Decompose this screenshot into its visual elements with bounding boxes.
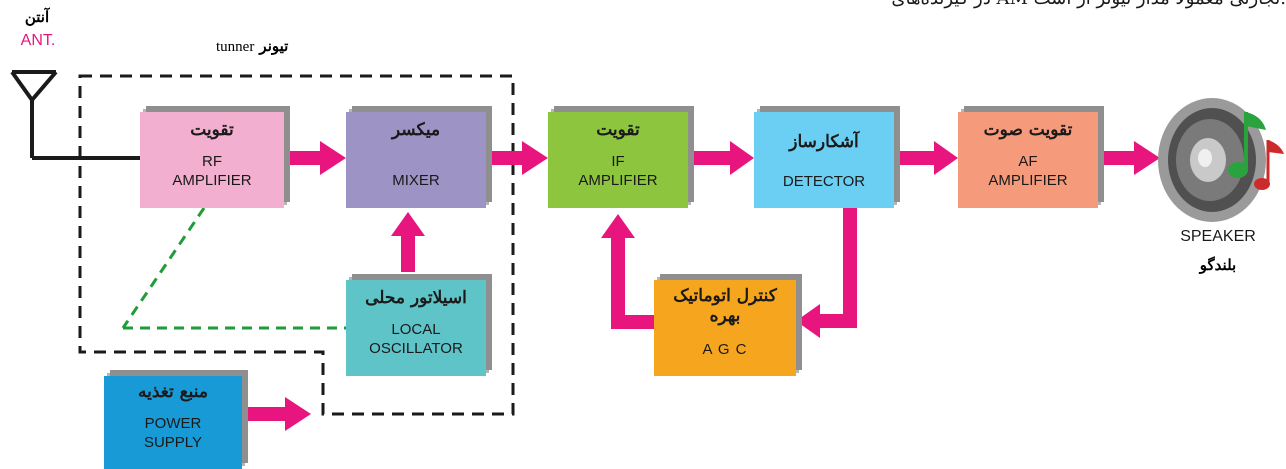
- arrow-if-det: [688, 141, 754, 175]
- rf-label-en2: AMPLIFIER: [172, 172, 252, 189]
- agc-label-fa1: کنترل اتوماتیک: [673, 286, 777, 306]
- if-label-en2: AMPLIFIER: [578, 172, 658, 189]
- af-label-en2: AMPLIFIER: [988, 172, 1068, 189]
- tuner-label: tunner تیونر: [216, 36, 346, 56]
- rf-amplifier-block: تقویت RF AMPLIFIER: [140, 112, 284, 208]
- rf-label-en1: RF: [202, 153, 222, 170]
- arrow-mixer-if: [486, 141, 548, 175]
- arrow-power: [242, 397, 311, 431]
- lo-label-en1: LOCAL: [391, 321, 441, 338]
- tuner-label-fa: تیونر: [259, 37, 289, 55]
- if-label-en1: IF: [611, 153, 625, 170]
- arrow-det-af: [894, 141, 958, 175]
- antenna-label-fa: آنتن: [24, 8, 50, 26]
- music-note-red-icon: [1254, 140, 1284, 190]
- lo-label-fa: اسیلاتور محلی: [365, 288, 467, 308]
- mixer-label-fa: میکسر: [391, 120, 441, 140]
- music-note-green-icon: [1228, 112, 1266, 178]
- arrow-af-speaker: [1098, 141, 1160, 175]
- if-label-fa: تقویت: [596, 120, 640, 140]
- af-label-fa: تقویت صوت: [983, 120, 1073, 140]
- header-text: در گیرنده‌های AM تجارتی معمولاً مدار تیو…: [650, 0, 1286, 9]
- arrow-det-agc: [796, 208, 857, 338]
- arrow-agc-if: [601, 214, 654, 329]
- arrow-lo-mixer: [391, 212, 425, 272]
- speaker-icon: [1158, 98, 1266, 222]
- detector-label-fa: آشکارساز: [789, 132, 859, 152]
- rf-label-fa: تقویت: [190, 120, 234, 140]
- agc-label-fa2: بهره: [709, 306, 741, 326]
- tuning-gang-link: [121, 207, 346, 330]
- speaker-label-en: SPEAKER: [1180, 228, 1256, 245]
- power-label-fa: منبع تغذیه: [137, 382, 209, 402]
- signal-arrows: [242, 141, 1160, 431]
- mixer-block: میکسر MIXER: [346, 112, 486, 208]
- power-label-en2: SUPPLY: [143, 434, 203, 451]
- tuner-label-en: tunner: [216, 39, 255, 55]
- power-supply-block: منبع تغذیه POWER SUPPLY: [104, 376, 242, 469]
- agc-block: کنترل اتوماتیک بهره A G C: [654, 280, 796, 376]
- lo-label-en2: OSCILLATOR: [369, 340, 463, 357]
- power-label-en1: POWER: [144, 415, 202, 432]
- speaker-label-fa: بلندگو: [1199, 256, 1237, 274]
- mixer-label-en: MIXER: [392, 172, 440, 189]
- af-label-en1: AF: [1018, 153, 1038, 170]
- detector-block: آشکارساز DETECTOR: [754, 112, 894, 208]
- antenna-label-en: ANT.: [20, 32, 56, 49]
- detector-label-en: DETECTOR: [782, 173, 866, 190]
- tuner-boundary: [78, 74, 515, 416]
- agc-label-en: A G C: [702, 341, 748, 358]
- antenna-icon: [10, 70, 140, 160]
- local-oscillator-block: اسیلاتور محلی LOCAL OSCILLATOR: [346, 280, 486, 376]
- if-amplifier-block: تقویت IF AMPLIFIER: [548, 112, 688, 208]
- af-amplifier-block: تقویت صوت AF AMPLIFIER: [958, 112, 1098, 208]
- arrow-rf-mixer: [284, 141, 346, 175]
